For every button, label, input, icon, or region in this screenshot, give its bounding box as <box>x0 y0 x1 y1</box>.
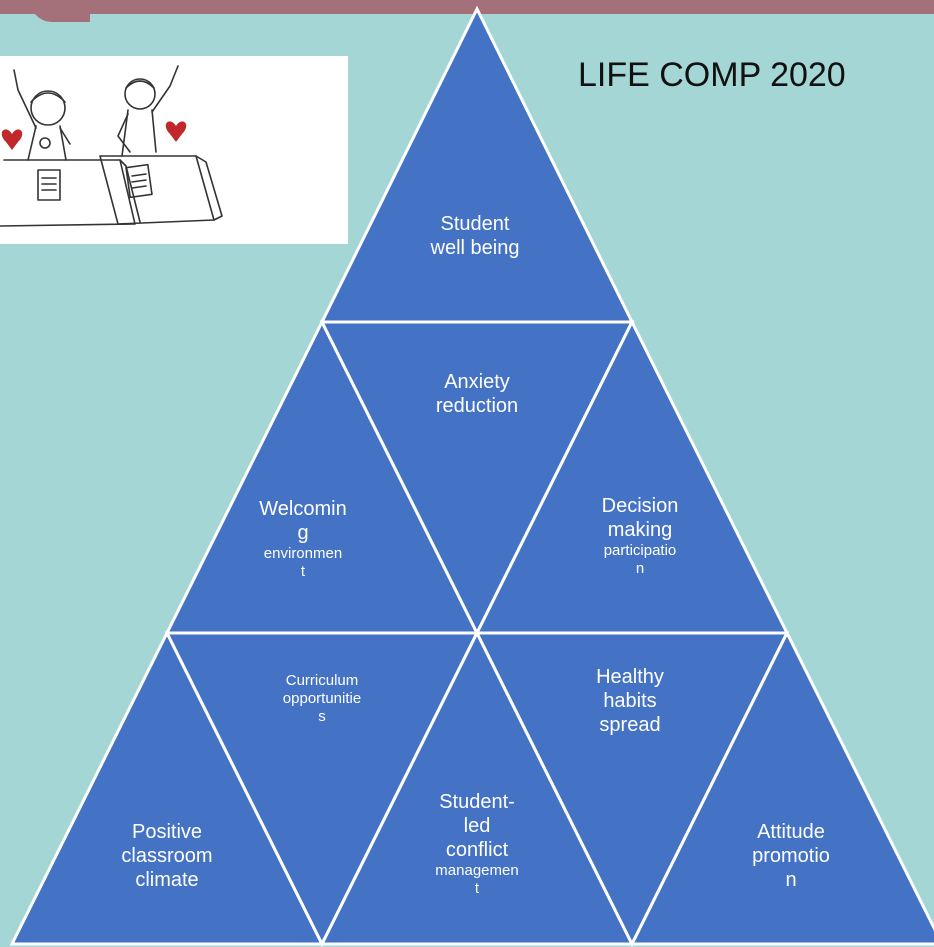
label-line: habits <box>603 690 657 712</box>
label-line: Student- <box>439 791 515 813</box>
label-line: spread <box>599 714 661 736</box>
label-anxiety-reduction: Anxiety reduction <box>407 370 547 418</box>
heart-left-icon <box>1 129 23 150</box>
label-line: Positive <box>131 821 203 843</box>
label-line: opportunitie <box>282 690 362 707</box>
label-line: Student <box>440 213 510 235</box>
label-line: g <box>297 522 309 544</box>
label-line: n <box>635 560 645 577</box>
students-illustration <box>0 56 348 244</box>
label-line: making <box>607 519 673 541</box>
label-line: Attitude <box>757 821 825 843</box>
triangle-attitude-promotion <box>629 629 934 946</box>
two-students-raising-hands-with-hearts-icon <box>0 65 223 227</box>
heart-right-icon <box>165 121 187 142</box>
label-line: Decision <box>601 495 679 517</box>
page-title: LIFE COMP 2020 <box>578 56 846 94</box>
label-decision-making-participation: Decision making participatio n <box>565 494 715 578</box>
label-line: managemen <box>435 862 519 879</box>
label-line: environmen <box>263 545 343 562</box>
label-attitude-promotion: Attitude promotio n <box>716 820 866 892</box>
label-line: Anxiety <box>444 371 510 393</box>
label-welcoming-environment: Welcomin g environmen t <box>238 497 368 581</box>
label-line: led <box>463 815 491 837</box>
label-line: promotio <box>752 845 830 867</box>
label-line: reduction <box>435 395 519 417</box>
label-line: Welcomin <box>259 498 347 520</box>
label-line: participatio <box>603 542 677 559</box>
label-line: t <box>300 563 306 580</box>
top-band <box>0 0 934 14</box>
label-healthy-habits-spread: Healthy habits spread <box>560 665 700 737</box>
top-band-corner <box>30 0 90 22</box>
label-line: climate <box>135 869 199 891</box>
label-positive-classroom-climate: Positive classroom climate <box>92 820 242 892</box>
label-student-led-conflict-management: Student- led conflict managemen t <box>402 790 552 898</box>
label-curriculum-opportunities: Curriculum opportunitie s <box>252 672 392 726</box>
label-line: well being <box>430 237 520 259</box>
label-line: classroom <box>121 845 213 867</box>
label-line: s <box>318 708 326 725</box>
label-line: t <box>474 880 480 897</box>
label-line: Curriculum <box>285 672 359 689</box>
label-line: Healthy <box>596 666 664 688</box>
label-line: conflict <box>445 839 509 861</box>
label-line: n <box>785 869 797 891</box>
label-student-well-being: Student well being <box>405 212 545 260</box>
